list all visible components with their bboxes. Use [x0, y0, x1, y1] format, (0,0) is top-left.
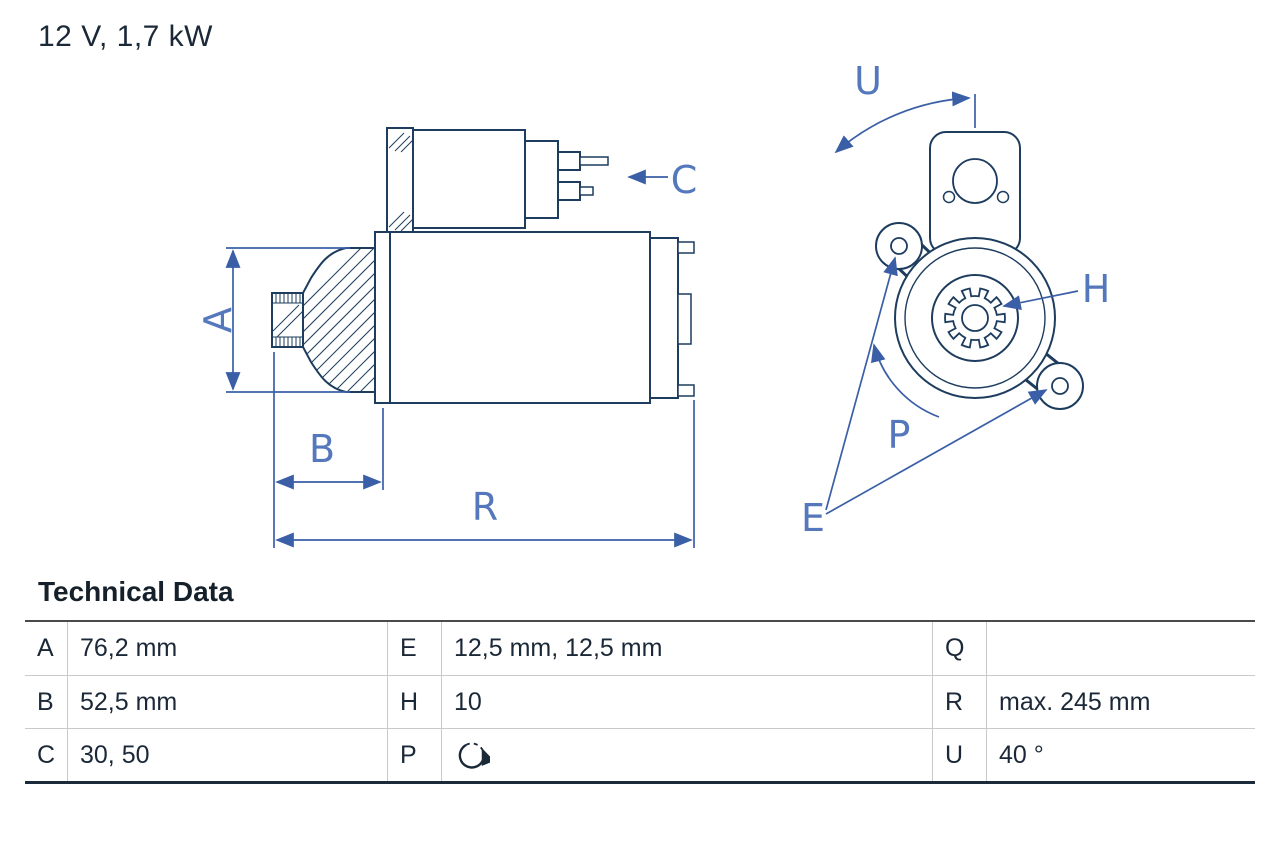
dimension-label-p: P	[888, 413, 911, 457]
terminal-lower	[557, 181, 581, 201]
starter-motor-technical-drawing: A B C R	[196, 59, 1110, 548]
pinion-teeth	[272, 293, 304, 347]
product-spec-title: 12 V, 1,7 kW	[38, 20, 213, 53]
table-row: C 30, 50 P U 40 °	[25, 728, 1255, 781]
dimension-label-a: A	[196, 307, 240, 333]
technical-data-section: Technical Data A 76,2 mm E 12,5 mm, 12,5…	[0, 576, 1280, 784]
cell-c-value: 30, 50	[67, 729, 387, 781]
dim-h-leader	[1002, 290, 1079, 310]
cell-u-value: 40 °	[986, 729, 1255, 781]
ear-hole-right	[1051, 377, 1069, 395]
pinion-hub	[961, 304, 989, 332]
tab-small-hole-left	[942, 190, 956, 204]
dim-p-arc	[871, 343, 940, 418]
cell-b-value: 52,5 mm	[67, 676, 387, 728]
flange-inner-ring	[904, 247, 1046, 389]
section-hatching	[303, 248, 375, 392]
dimension-label-h: H	[1082, 267, 1111, 311]
end-stud-top	[677, 241, 695, 254]
solenoid-cap	[524, 140, 559, 219]
dimension-label-c: C	[671, 158, 698, 202]
dim-e-leader-right	[825, 389, 1048, 515]
cell-q-key: Q	[932, 622, 986, 675]
cell-p-value	[441, 729, 932, 781]
technical-data-table: A 76,2 mm E 12,5 mm, 12,5 mm Q B 52,5 mm…	[25, 620, 1255, 784]
cell-c-key: C	[37, 740, 56, 769]
cell-e-key: E	[387, 622, 441, 675]
solenoid-body	[412, 129, 526, 229]
cell-r-value: max. 245 mm	[986, 676, 1255, 728]
dim-e-leader-left	[825, 256, 898, 511]
table-row: B 52,5 mm H 10 R max. 245 mm	[25, 675, 1255, 728]
table-row: A 76,2 mm E 12,5 mm, 12,5 mm Q	[25, 622, 1255, 675]
terminal-stud-short	[579, 186, 594, 196]
dimension-label-b: B	[309, 427, 335, 471]
dim-u-arc	[834, 91, 971, 154]
end-stud-bottom	[677, 384, 695, 397]
terminal-upper	[557, 151, 581, 171]
terminal-stud-long	[579, 156, 609, 166]
side-view: A B C R	[196, 127, 698, 548]
motor-body	[374, 231, 651, 404]
tab-small-hole-right	[996, 190, 1010, 204]
cell-r-key: R	[932, 676, 986, 728]
end-boss	[677, 293, 692, 345]
cell-e-value: 12,5 mm, 12,5 mm	[441, 622, 932, 675]
dimension-label-u: U	[854, 59, 882, 103]
cell-u-key: U	[932, 729, 986, 781]
bracket-hatching	[388, 132, 414, 232]
front-view: U H P E	[801, 59, 1110, 540]
dimension-label-r: R	[472, 485, 498, 529]
technical-data-heading: Technical Data	[38, 576, 234, 607]
cell-p-key: P	[387, 729, 441, 781]
dimension-label-e: E	[801, 496, 825, 540]
cell-h-value: 10	[441, 676, 932, 728]
tab-center-hole	[952, 158, 998, 204]
cell-a-value: 76,2 mm	[67, 622, 387, 675]
cell-q-value	[986, 622, 1255, 675]
end-cap	[649, 237, 679, 399]
cell-b-key: B	[37, 687, 54, 716]
ear-hole-left	[890, 237, 908, 255]
cell-a-key: A	[37, 634, 54, 662]
rotation-direction-icon	[458, 742, 490, 769]
cell-h-key: H	[387, 676, 441, 728]
